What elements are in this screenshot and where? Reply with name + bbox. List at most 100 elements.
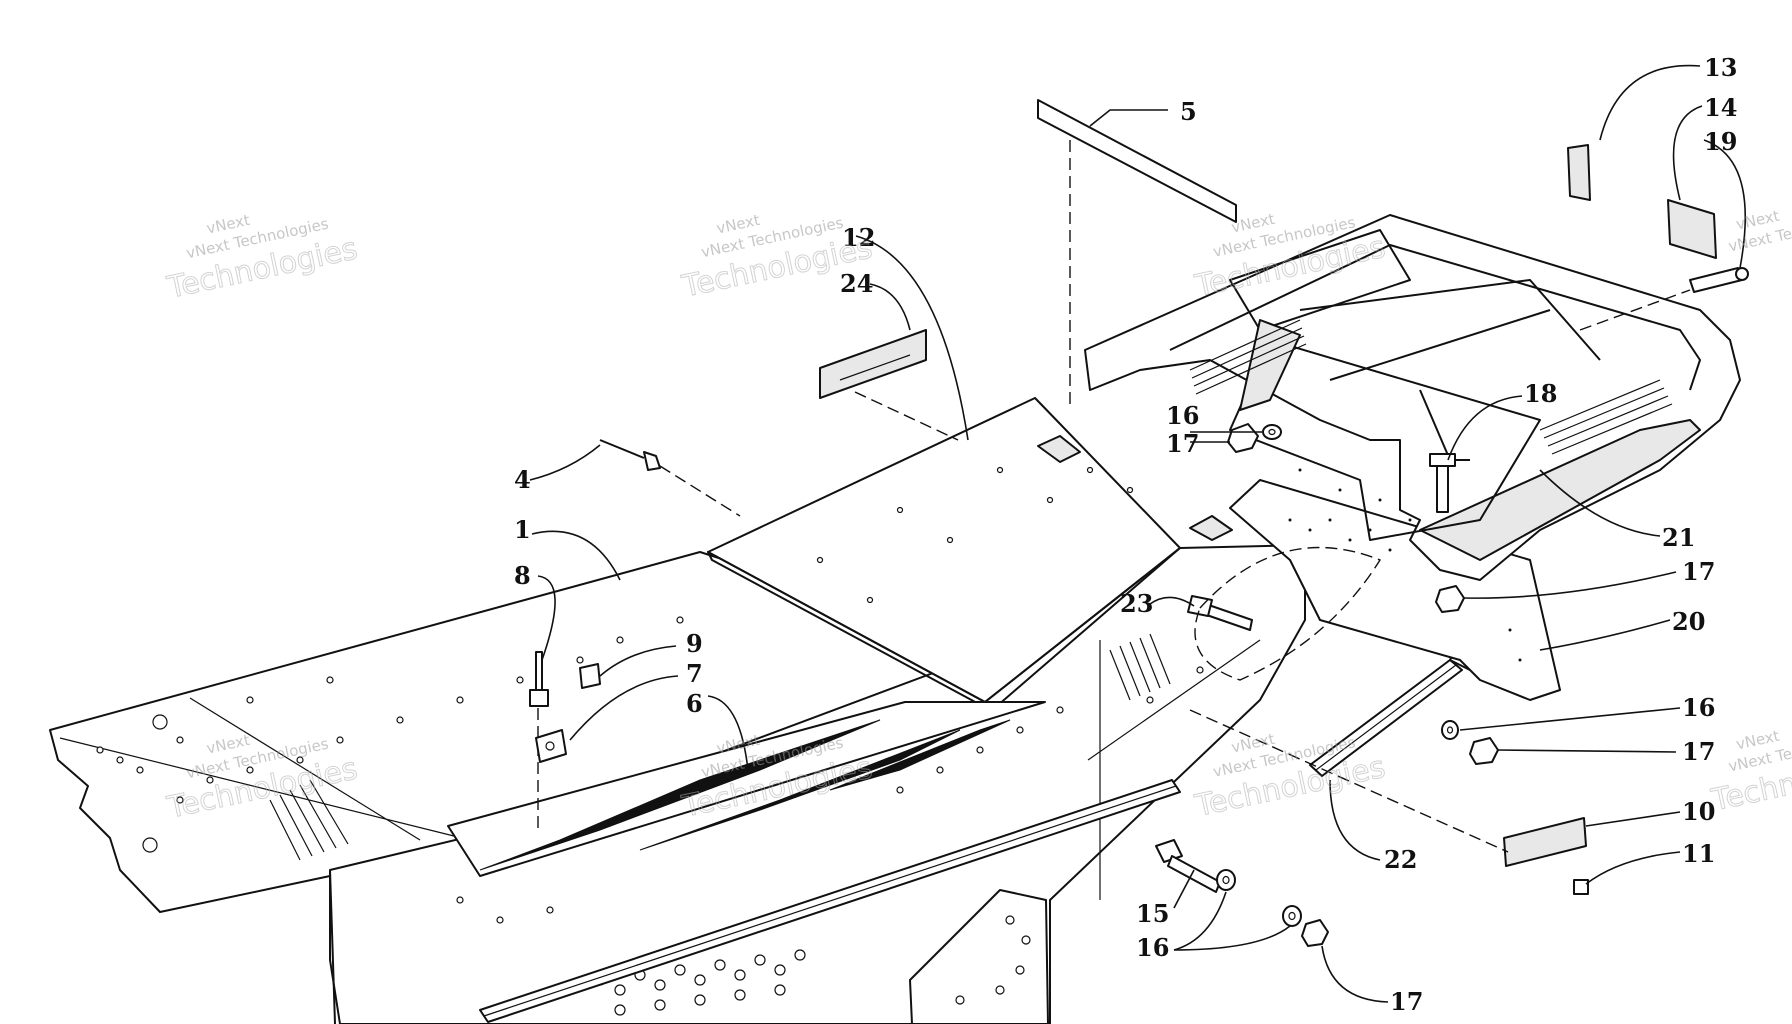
leader-20 (1539, 619, 1671, 651)
callout-14: 14 (1704, 93, 1737, 122)
part-4-rivet (599, 439, 661, 471)
deck-bracket-2 (1189, 515, 1233, 541)
leader-lines (529, 64, 1746, 1003)
callout-16b: 16 (1682, 693, 1715, 722)
part-14-reflector (1667, 199, 1717, 259)
part-5-strip (1037, 99, 1237, 223)
callout-16c: 16 (1136, 933, 1169, 962)
long-shaft (479, 779, 1181, 1023)
leader-6 (707, 695, 749, 771)
part-17-nut-right (1435, 585, 1465, 613)
leader-11 (1585, 851, 1681, 885)
part-7-jnut (535, 729, 567, 763)
chassis-tunnel-side (329, 544, 1306, 1024)
part-6-side-decal (447, 701, 1046, 877)
callout-13: 13 (1704, 53, 1737, 82)
callout-17c: 17 (1682, 737, 1715, 766)
running-board-holes (96, 616, 684, 853)
callout-24: 24 (840, 269, 873, 298)
chassis-shading (1109, 633, 1171, 701)
deck-bracket (1037, 435, 1081, 463)
part-21-grab-rail (1084, 214, 1741, 581)
callout-8: 8 (514, 561, 531, 590)
callout-6: 6 (686, 689, 703, 718)
part-17-nut-upper (1227, 423, 1259, 453)
leader-15 (1173, 869, 1195, 909)
leader-10 (1585, 811, 1681, 827)
watermark-edge-right-top: vNext vNext Technologies (1727, 207, 1792, 256)
leader-5 (1089, 109, 1168, 127)
callout-18: 18 (1524, 379, 1557, 408)
part-19-screw (1689, 267, 1749, 293)
rear-panel-stipple (1288, 468, 1522, 662)
callout-21: 21 (1662, 523, 1695, 552)
leader-4 (529, 444, 601, 481)
callout-1: 1 (514, 515, 531, 544)
leader-16c-2 (1173, 925, 1291, 951)
part-16-washer-mid (1441, 720, 1459, 740)
leader-22 (1329, 779, 1381, 861)
part-8-bolt (529, 651, 549, 707)
leader-7 (569, 675, 679, 741)
leader-8 (537, 575, 556, 661)
leader-24 (869, 283, 911, 331)
leader-18 (1447, 395, 1523, 461)
part-24-decal (819, 329, 927, 399)
callout-17b: 17 (1682, 557, 1715, 586)
grab-rail-hatching (1189, 319, 1673, 455)
leader-19 (1703, 139, 1746, 269)
part-20-rear-panel (1229, 468, 1561, 701)
dashed-line-10 (1189, 709, 1509, 853)
dashed-line-4 (659, 465, 741, 517)
part-15-bolt (1155, 839, 1221, 893)
part-13-decal (1567, 144, 1591, 201)
part-11-screw (1573, 879, 1589, 895)
part-16-washer-upper (1262, 424, 1282, 440)
callout-19: 19 (1704, 127, 1737, 156)
callout-17a: 17 (1166, 429, 1199, 458)
callout-20: 20 (1672, 607, 1705, 636)
part-10-reflector (1503, 817, 1587, 867)
part-16-washer-lower-2 (1282, 905, 1302, 927)
callout-labels: 1 4 5 6 7 8 9 10 11 12 13 14 15 16 16 16… (514, 53, 1737, 1016)
part-12-deck-plate (707, 397, 1233, 711)
leader-1 (531, 530, 621, 581)
callout-12: 12 (842, 223, 875, 252)
leader-9 (599, 645, 677, 677)
leader-12 (855, 235, 969, 441)
leader-13 (1599, 64, 1701, 141)
callout-5: 5 (1180, 97, 1197, 126)
dashed-line-19 (1579, 289, 1691, 331)
callout-10: 10 (1682, 797, 1715, 826)
watermark-top-left: vNext vNext Technologies Technologies (163, 211, 361, 307)
chain-path (1194, 546, 1382, 681)
leader-17b (1463, 571, 1677, 599)
callout-15: 15 (1136, 899, 1169, 928)
bottom-bracket (909, 889, 1049, 1024)
leader-16b (1459, 707, 1681, 731)
callout-23: 23 (1120, 589, 1153, 618)
part-23-bolt (1187, 595, 1253, 631)
leader-21 (1539, 469, 1661, 537)
callout-7: 7 (686, 659, 703, 688)
part-16-washer-lower-1 (1216, 869, 1236, 891)
leader-17c (1497, 749, 1677, 753)
callout-16a: 16 (1166, 401, 1199, 430)
callout-9: 9 (686, 629, 703, 658)
part-22-rod (1309, 644, 1479, 777)
callout-4: 4 (514, 465, 531, 494)
callout-11: 11 (1682, 839, 1715, 868)
leader-23 (1149, 596, 1195, 607)
part-9-clip (579, 663, 601, 689)
callout-17d: 17 (1390, 987, 1423, 1016)
part-17-nut-mid (1469, 737, 1499, 765)
dashed-line-24 (854, 391, 959, 441)
callout-22: 22 (1384, 845, 1417, 874)
leader-16c-1 (1173, 891, 1227, 951)
leader-14 (1672, 105, 1703, 201)
leader-17d (1321, 945, 1389, 1003)
part-17-nut-lower (1301, 919, 1329, 947)
running-board-shading (269, 779, 349, 861)
